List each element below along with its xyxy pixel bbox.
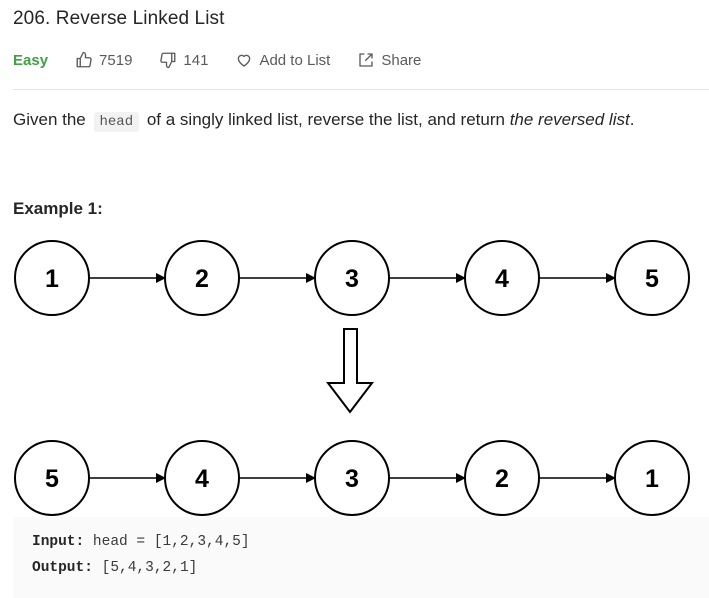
node-value: 3 <box>345 465 359 493</box>
node-value: 5 <box>645 265 659 293</box>
add-to-list-button[interactable]: Add to List <box>235 51 330 69</box>
reversed-list: 5 4 3 2 1 <box>14 440 690 516</box>
like-button[interactable]: 7519 <box>75 51 132 69</box>
node-value: 3 <box>345 265 359 293</box>
problem-description: Given the head of a singly linked list, … <box>13 110 635 132</box>
list-node <box>464 440 540 516</box>
node-value: 4 <box>495 265 509 293</box>
problem-meta-bar: Easy 7519 141 Add to List Share <box>13 49 448 71</box>
difficulty-badge: Easy <box>13 51 49 69</box>
thumbs-up-icon <box>76 51 92 68</box>
node-value: 1 <box>45 265 59 293</box>
example-input-line: Input: head = [1,2,3,4,5] <box>32 534 250 550</box>
dislike-button[interactable]: 141 <box>159 51 208 69</box>
output-label: Output: <box>32 560 93 576</box>
example-heading: Example 1: <box>13 199 103 218</box>
like-count: 7519 <box>99 51 133 69</box>
example-io-block: Input: head = [1,2,3,4,5] Output: [5,4,3… <box>13 517 709 598</box>
node-value: 2 <box>495 465 509 493</box>
node-value: 2 <box>195 265 209 293</box>
list-node <box>164 440 240 516</box>
inline-code: head <box>93 112 140 132</box>
list-node <box>14 440 90 516</box>
description-text: of a singly linked list, reverse the lis… <box>146 110 505 129</box>
original-list: 1 2 3 4 5 <box>14 240 690 316</box>
description-text: Given the <box>13 110 86 129</box>
input-label: Input: <box>32 534 85 550</box>
list-node <box>14 240 90 316</box>
node-value: 4 <box>195 465 209 493</box>
list-node <box>614 240 690 316</box>
share-icon <box>359 53 374 67</box>
output-value: [5,4,3,2,1] <box>101 560 198 576</box>
add-to-list-label: Add to List <box>259 51 331 69</box>
linked-list-diagram: 1 2 3 4 5 5 4 3 2 1 <box>14 240 690 516</box>
dislike-count: 141 <box>183 51 209 69</box>
node-value: 1 <box>645 465 659 493</box>
node-value: 5 <box>45 465 59 493</box>
list-node <box>314 440 390 516</box>
share-label: Share <box>381 51 422 69</box>
list-node <box>314 240 390 316</box>
thumbs-down-icon <box>160 52 176 69</box>
header-divider <box>13 89 709 90</box>
description-emphasis: the reversed list <box>509 110 630 129</box>
heart-icon <box>238 54 251 67</box>
description-end: . <box>629 110 635 129</box>
list-node <box>614 440 690 516</box>
input-value: head = [1,2,3,4,5] <box>92 534 250 550</box>
list-node <box>164 240 240 316</box>
list-node <box>464 240 540 316</box>
down-arrow-icon <box>325 328 375 414</box>
example-output-line: Output: [5,4,3,2,1] <box>32 560 197 576</box>
share-button[interactable]: Share <box>357 51 421 69</box>
problem-title: 206. Reverse Linked List <box>13 8 225 29</box>
